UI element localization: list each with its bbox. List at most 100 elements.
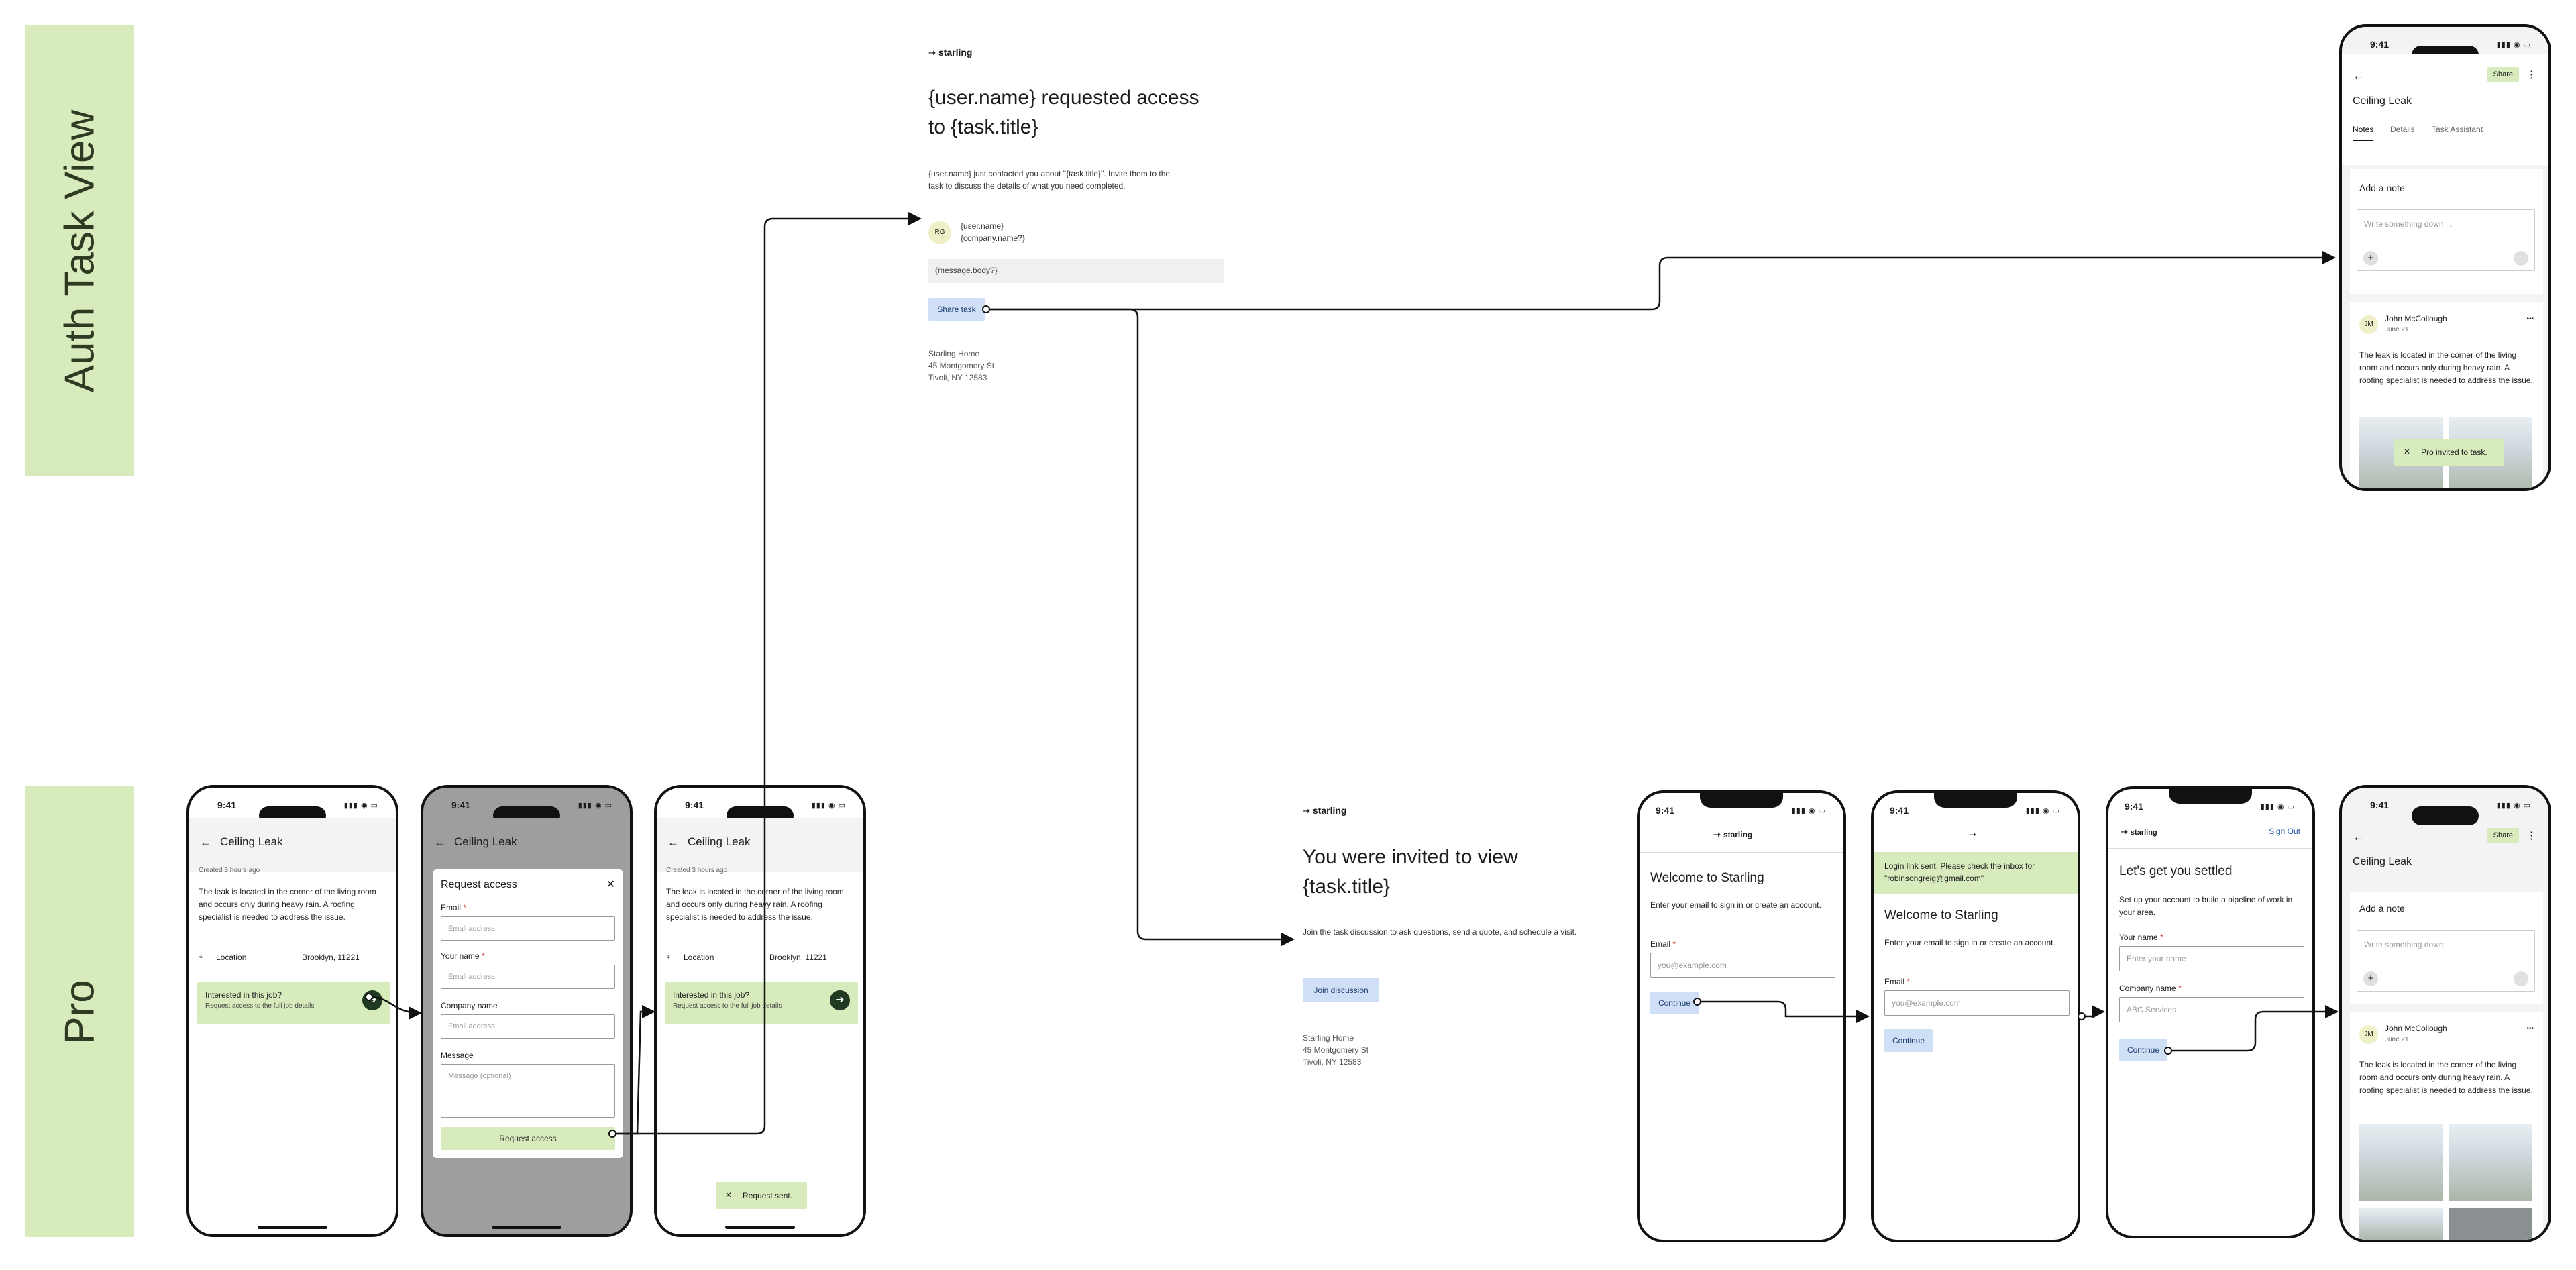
close-icon[interactable]: ✕ [2404, 447, 2411, 456]
interest-title: Interested in this job? [673, 990, 750, 1000]
close-icon[interactable]: ✕ [725, 1190, 733, 1200]
tab-details[interactable]: Details [2390, 125, 2415, 134]
home-indicator [258, 1226, 327, 1229]
brand-text: starling [1312, 805, 1347, 816]
email-field[interactable]: Email address [441, 916, 615, 941]
starling-logo: ➝starling [928, 47, 972, 58]
label-text: Email [441, 903, 462, 912]
interest-card[interactable]: Interested in this job? Request access t… [197, 982, 390, 1024]
send-icon[interactable] [2514, 251, 2528, 266]
home-indicator [492, 1226, 561, 1229]
more-horizontal-icon[interactable]: ••• [2526, 1025, 2534, 1033]
location-value: Brooklyn, 11221 [302, 953, 360, 962]
close-icon[interactable]: ✕ [606, 879, 615, 890]
add-note-title: Add a note [2359, 903, 2405, 914]
email-label: Email * [1650, 939, 1676, 949]
back-arrow-icon[interactable]: ← [667, 836, 679, 849]
label-text: Your name [441, 951, 480, 961]
phone-task-view-pro: 9:41 ▮▮▮ ◉ ▭ ← Share ⋮ Ceiling Leak Add … [2339, 785, 2551, 1242]
company-label: Company name [441, 1001, 498, 1010]
tab-notes[interactable]: Notes [2353, 125, 2374, 141]
more-horizontal-icon[interactable]: ••• [2526, 315, 2534, 323]
status-bar: 9:41 ▮▮▮ ◉ ▭ [1640, 805, 1843, 824]
back-arrow-icon[interactable]: ← [2353, 831, 2364, 843]
message-field[interactable]: Message (optional) [441, 1064, 615, 1118]
continue-button[interactable]: Continue [2119, 1039, 2167, 1061]
toast-text: Pro invited to task. [2421, 447, 2487, 457]
welcome-body: Enter your email to sign in or create an… [1650, 900, 1821, 910]
arrow-right-icon[interactable]: ➜ [830, 990, 850, 1010]
connector-origin-dot [2164, 1047, 2172, 1055]
note-author: John McCollough [2385, 314, 2447, 323]
request-access-button[interactable]: Request access [441, 1127, 615, 1150]
more-vertical-icon[interactable]: ⋮ [2526, 69, 2536, 81]
name-label: Your name * [441, 951, 485, 961]
brand-text: starling [1723, 830, 1753, 839]
email-heading-line2: to {task.title} [928, 116, 1038, 138]
location-pin-icon: ⌖ [199, 952, 203, 961]
note-input[interactable]: Write something down ... [2357, 209, 2535, 271]
settled-title: Let's get you settled [2119, 864, 2233, 878]
phone-login-link-sent: 9:41 ▮▮▮ ◉ ▭ ➝ Login link sent. Please c… [1871, 790, 2080, 1242]
status-bar: 9:41 ▮▮▮ ◉ ▭ [1874, 805, 2078, 824]
email-field[interactable]: you@example.com [1884, 990, 2070, 1016]
note-date: June 21 [2385, 326, 2409, 333]
email-label: Email * [1884, 977, 1910, 986]
note-photo[interactable] [2449, 1208, 2532, 1240]
send-icon[interactable] [2514, 971, 2528, 986]
signal-wifi-battery-icon: ▮▮▮ ◉ ▭ [578, 802, 612, 810]
share-task-button[interactable]: Share task [928, 298, 985, 321]
more-vertical-icon[interactable]: ⋮ [2526, 830, 2536, 841]
task-description: The leak is located in the corner of the… [199, 887, 376, 922]
join-discussion-button[interactable]: Join discussion [1303, 978, 1379, 1002]
invite-body: Join the task discussion to ask question… [1303, 927, 1577, 937]
connector-origin-dot [982, 305, 990, 313]
sheet-title: Request access [441, 879, 517, 890]
back-arrow-icon[interactable]: ← [434, 836, 445, 849]
page-title: Ceiling Leak [688, 835, 751, 848]
note-photo[interactable] [2449, 1124, 2532, 1201]
address-line3: Tivoli, NY 12583 [1303, 1057, 1362, 1067]
bird-logo-icon: ➝ [1713, 829, 1721, 839]
page-title: Ceiling Leak [220, 835, 283, 848]
share-button[interactable]: Share [2487, 67, 2519, 82]
note-photo[interactable] [2359, 1208, 2443, 1240]
avatar: JM [2359, 1025, 2378, 1044]
back-arrow-icon[interactable]: ← [2353, 70, 2364, 83]
company-field[interactable]: ABC Services [2119, 997, 2304, 1022]
request-access-sheet: Request access ✕ Email * Email address Y… [433, 869, 623, 1158]
tab-task-assistant[interactable]: Task Assistant [2432, 125, 2483, 134]
plus-icon[interactable]: + [2363, 971, 2378, 986]
email-request-access: ➝starling {user.name} requested access t… [928, 47, 1224, 396]
email-field[interactable]: you@example.com [1650, 953, 1835, 978]
add-note-card: Add a note Write something down ... + [2350, 169, 2543, 294]
task-description: The leak is located in the corner of the… [666, 887, 844, 922]
signal-wifi-battery-icon: ▮▮▮ ◉ ▭ [2025, 807, 2060, 815]
dynamic-island [2412, 806, 2479, 825]
message-body: {message.body?} [928, 259, 1224, 283]
name-field[interactable]: Email address [441, 965, 615, 989]
sign-out-link[interactable]: Sign Out [2269, 827, 2300, 836]
status-bar: 9:41 ▮▮▮ ◉ ▭ [2342, 800, 2548, 825]
plus-icon[interactable]: + [2363, 251, 2378, 266]
continue-button[interactable]: Continue [1650, 992, 1699, 1014]
name-field[interactable]: Enter your name [2119, 946, 2304, 971]
note-text: The leak is located in the corner of the… [2359, 1060, 2533, 1095]
status-time: 9:41 [2125, 801, 2144, 812]
continue-button[interactable]: Continue [1884, 1029, 1933, 1052]
interest-card[interactable]: Interested in this job? Request access t… [665, 982, 858, 1024]
sender-name: {user.name} [961, 221, 1004, 231]
note-input[interactable]: Write something down ... [2357, 930, 2535, 992]
back-arrow-icon[interactable]: ← [200, 836, 211, 849]
note-photo[interactable] [2359, 1124, 2443, 1201]
location-pin-icon: ⌖ [666, 952, 671, 961]
company-field[interactable]: Email address [441, 1014, 615, 1039]
section-band-pro: Pro [25, 786, 134, 1237]
label-text: Email [1650, 939, 1671, 949]
interest-title: Interested in this job? [205, 990, 282, 1000]
note-author: John McCollough [2385, 1024, 2447, 1033]
email-body-line2: task to discuss the details of what you … [928, 181, 1126, 191]
share-button[interactable]: Share [2487, 828, 2519, 843]
status-time: 9:41 [2370, 39, 2390, 50]
required-mark: * [1672, 939, 1676, 949]
